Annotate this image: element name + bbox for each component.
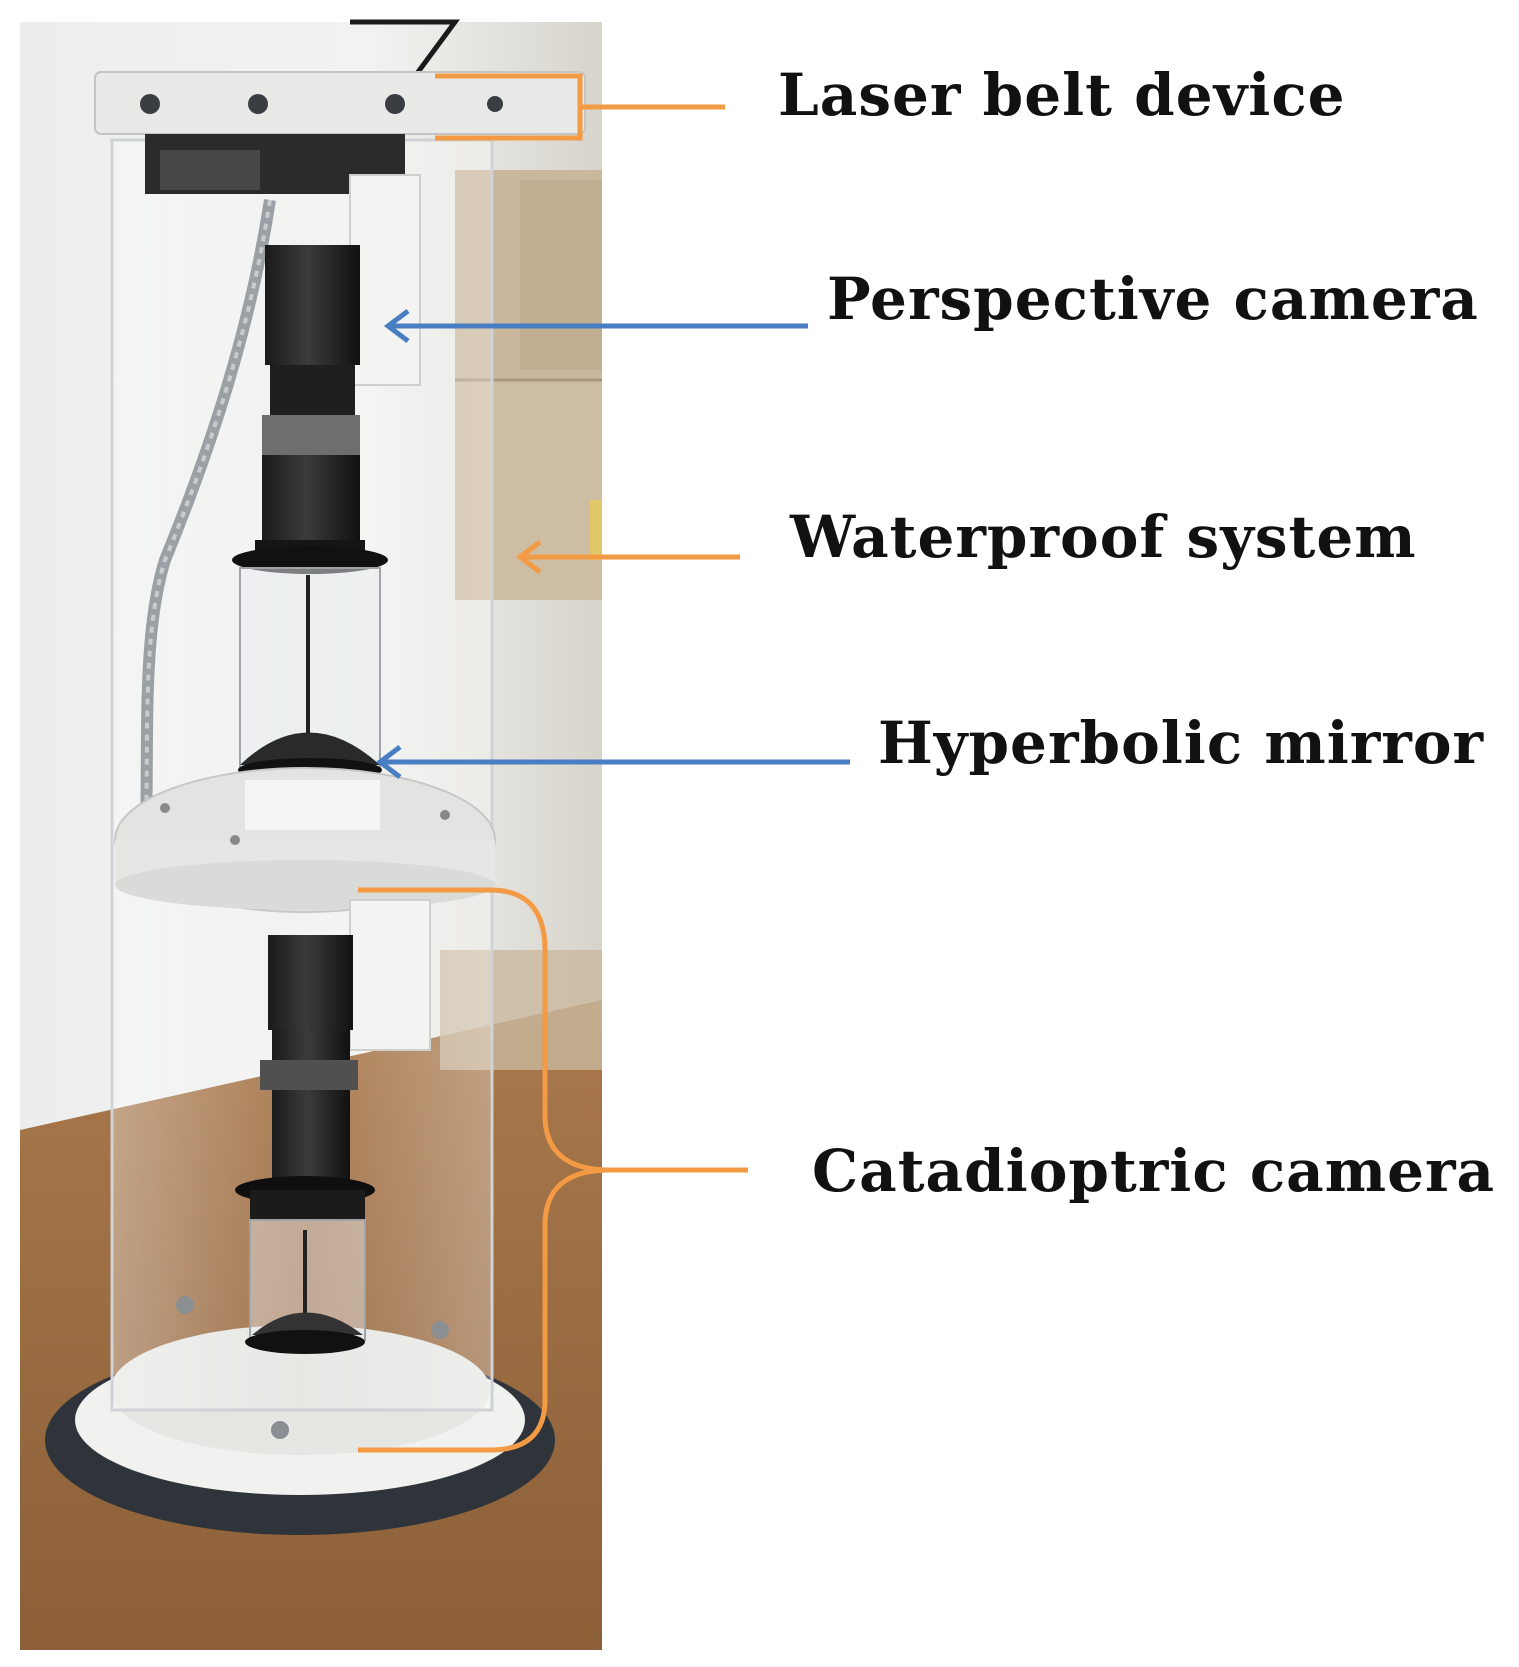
label-waterproof-system: Waterproof system	[790, 503, 1417, 571]
label-laser-belt-device: Laser belt device	[778, 61, 1346, 129]
callout-hyperbolic-mirror	[375, 745, 850, 779]
callout-waterproof-system	[515, 540, 740, 574]
label-hyperbolic-mirror: Hyperbolic mirror	[878, 709, 1485, 777]
callout-perspective-camera	[383, 309, 808, 343]
callout-catadioptric-camera	[358, 887, 748, 1453]
callout-laser-belt	[435, 73, 725, 141]
label-catadioptric-camera: Catadioptric camera	[812, 1137, 1496, 1205]
photo	[20, 19, 602, 1650]
label-perspective-camera: Perspective camera	[827, 265, 1479, 333]
